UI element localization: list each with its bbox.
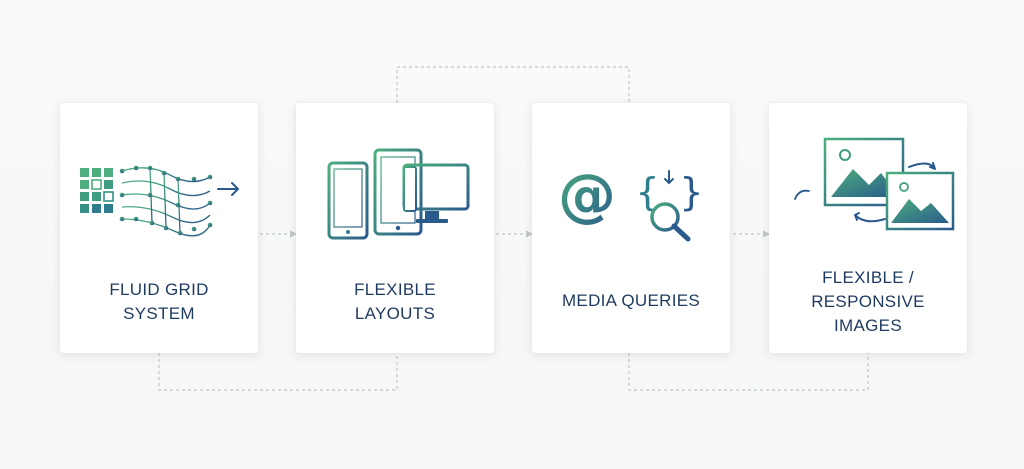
card-responsive-images: FLEXIBLE / RESPONSIVE IMAGES (769, 103, 967, 353)
responsive-images-icon (794, 137, 955, 231)
media-query-icon: @ { } (558, 161, 703, 242)
braces-icon: { (636, 170, 659, 214)
card-fluid-grid-system: FLUID GRID SYSTEM (60, 103, 258, 353)
at-sign-icon: @ (558, 161, 616, 229)
devices-icon (327, 148, 470, 240)
top-bracket (396, 66, 630, 103)
card-label-media-queries: MEDIA QUERIES (561, 291, 701, 310)
card-label-flexible-layouts: FLEXIBLE LAYOUTS (354, 280, 436, 323)
card-flexible-layouts: FLEXIBLE LAYOUTS (296, 103, 494, 353)
card-label-responsive-images: FLEXIBLE / RESPONSIVE IMAGES (811, 268, 925, 335)
card-media-queries: @ { } MEDIA QUERIES (532, 103, 730, 353)
magnifier-icon (650, 202, 680, 232)
bottom-bracket-left (158, 353, 398, 391)
card-label-fluid-grid-system: FLUID GRID SYSTEM (109, 280, 209, 323)
svg-text:}: } (680, 170, 703, 214)
bottom-bracket-right (628, 353, 869, 391)
fluid-grid-icon (80, 165, 239, 237)
